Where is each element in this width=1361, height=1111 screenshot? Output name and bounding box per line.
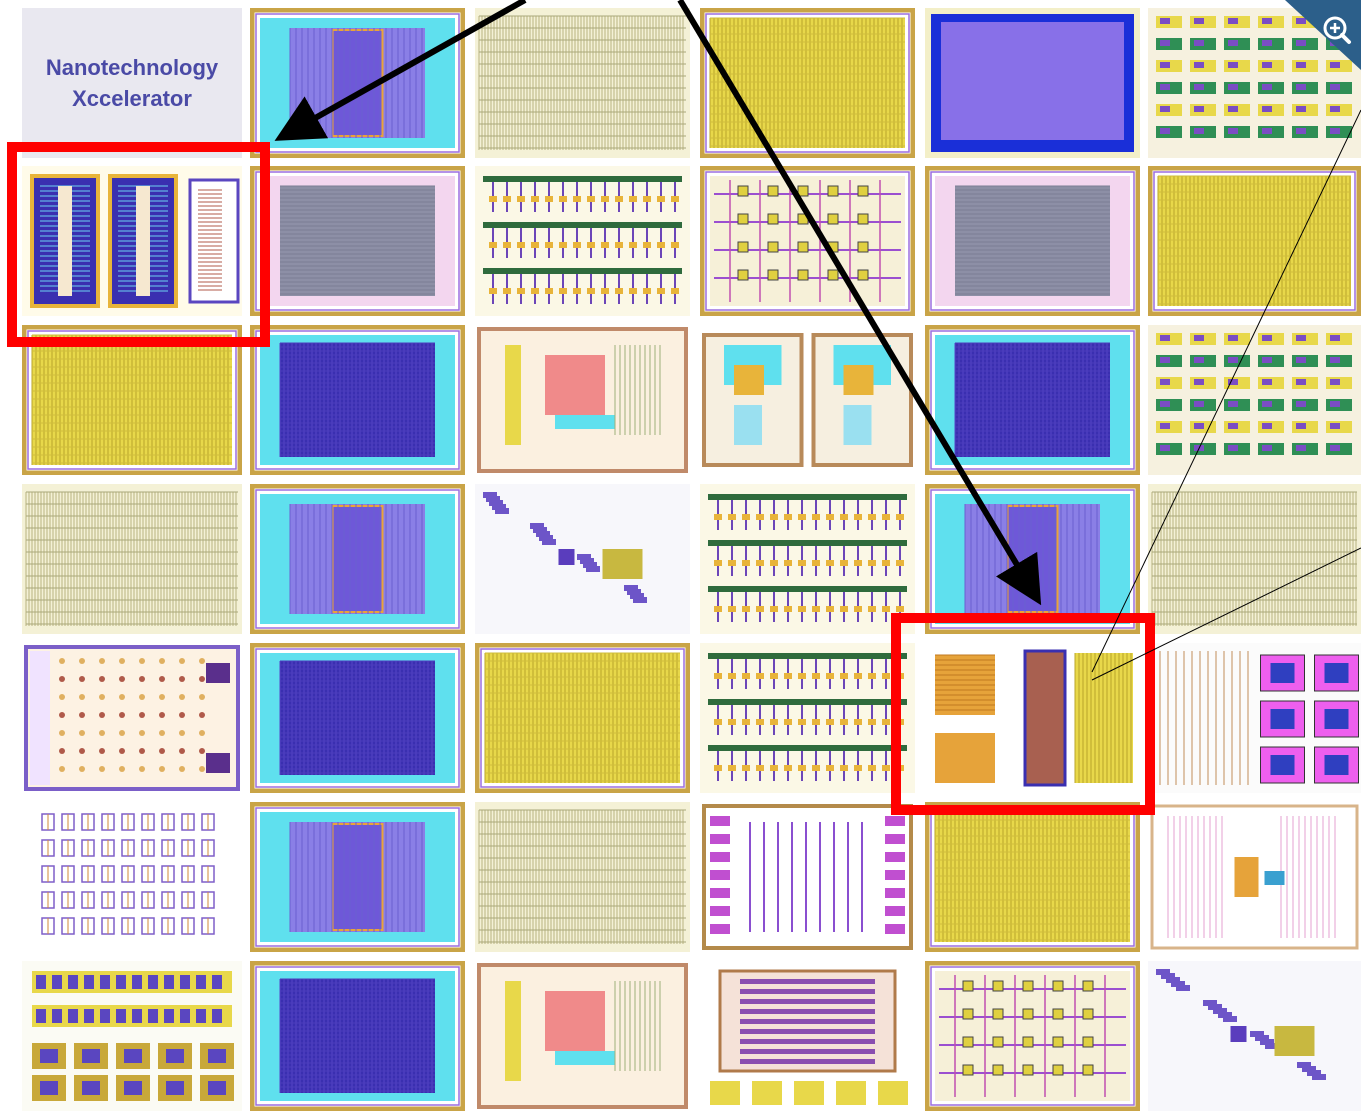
layout-thumbnail-gray-array[interactable]: [925, 166, 1140, 316]
layout-thumbnail-grid-fine[interactable]: [475, 8, 690, 158]
layout-thumbnail-comb-array[interactable]: [700, 643, 915, 793]
layout-thumbnail-purple-array[interactable]: [250, 325, 465, 475]
layout-thumbnail-pad-tiles[interactable]: [22, 961, 242, 1111]
logo-line-2: Xccelerator: [72, 86, 192, 111]
layout-thumbnail-twin-cells[interactable]: [700, 325, 915, 475]
layout-thumbnail-ring-cells[interactable]: [1148, 643, 1361, 793]
layout-thumbnail-transistor-rows[interactable]: [22, 802, 242, 952]
layout-thumbnail-stripes-pads[interactable]: [700, 961, 915, 1111]
layout-thumbnail-purple-array[interactable]: [925, 325, 1140, 475]
zoom-button[interactable]: [1285, 0, 1361, 70]
layout-thumbnail-sparse-devices[interactable]: [1148, 961, 1361, 1111]
layout-thumbnail-yellow-grid[interactable]: [22, 325, 242, 475]
layout-thumbnail-purple-array[interactable]: [250, 643, 465, 793]
layout-thumbnail-capacitor[interactable]: [250, 8, 465, 158]
layout-thumbnail-gray-array[interactable]: [250, 166, 465, 316]
layout-thumbnail-capacitor[interactable]: [250, 484, 465, 634]
layout-thumbnail-triple-blocks[interactable]: [22, 166, 242, 316]
layout-thumbnail-dot-array[interactable]: [22, 643, 242, 793]
layout-thumbnail-analog-block[interactable]: [475, 961, 690, 1111]
layout-thumbnail-sparse-frame[interactable]: [1148, 802, 1361, 952]
layout-thumbnail-capacitor[interactable]: [925, 484, 1140, 634]
layout-thumbnail-yellow-grid[interactable]: [700, 8, 915, 158]
layout-thumbnail-analog-block[interactable]: [475, 325, 690, 475]
logo-line-1: Nanotechnology: [45, 55, 219, 80]
layout-thumbnail-grid-fine[interactable]: [1148, 484, 1361, 634]
layout-thumbnail-mixed-blocks[interactable]: [925, 643, 1140, 793]
layout-thumbnail-blue-panel[interactable]: [925, 8, 1140, 158]
layout-thumbnail-purple-array[interactable]: [250, 961, 465, 1111]
layout-thumbnail-matrix-circuit[interactable]: [700, 166, 915, 316]
layout-thumbnail-capacitor[interactable]: [250, 802, 465, 952]
layout-thumbnail-yellow-grid[interactable]: [1148, 166, 1361, 316]
layout-thumbnail-grid-fine[interactable]: [475, 802, 690, 952]
layout-thumbnail-pad-circuit[interactable]: [700, 802, 915, 952]
layout-thumbnail-yellow-grid[interactable]: [925, 802, 1140, 952]
layout-thumbnail-comb-array[interactable]: [700, 484, 915, 634]
zoom-in-icon: [1285, 0, 1361, 70]
layout-thumbnail-yellow-grid[interactable]: [475, 643, 690, 793]
layout-thumbnail-comb-array[interactable]: [475, 166, 690, 316]
layout-thumbnail-cell-array[interactable]: [1148, 325, 1361, 475]
layout-thumbnail-grid-fine[interactable]: [22, 484, 242, 634]
layout-thumbnail-sparse-devices[interactable]: [475, 484, 690, 634]
layout-thumbnail-matrix-circuit[interactable]: [925, 961, 1140, 1111]
